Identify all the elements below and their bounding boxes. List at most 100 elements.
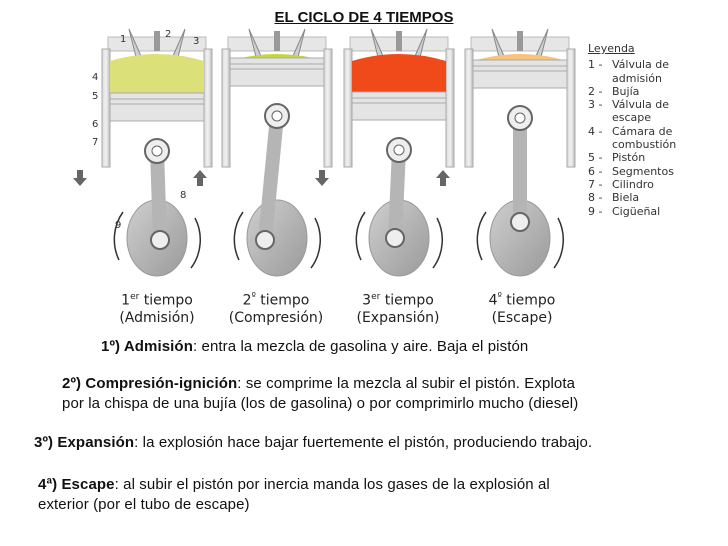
piston (109, 92, 205, 122)
stroke-word: tiempo (384, 292, 434, 309)
stroke-number: 2 (242, 292, 252, 309)
callout-number: 6 (92, 119, 98, 130)
rotation-arrow (310, 217, 321, 269)
rotation-arrow (113, 211, 124, 261)
legend-item-label: Cigüeñal (612, 204, 661, 218)
arrow-down-icon (73, 170, 87, 186)
cylinder-wall (221, 48, 231, 168)
four-stroke-diagram: 1 2 3 4 5 6 7 8 9 (73, 28, 576, 277)
piston (229, 57, 325, 87)
callout-number: 4 (92, 72, 98, 83)
paragraph-compresion-text: : se comprime la mezcla al subir el pist… (237, 375, 576, 392)
legend-item-label: Cilindro (612, 177, 654, 191)
engine-stroke-1 (73, 28, 213, 277)
arrow-up-icon (436, 170, 450, 186)
stroke-name: (Expansión) (356, 309, 440, 326)
legend-item: 9 - Cigüeñal (588, 205, 702, 218)
legend-item: 3 -Válvula de escape (588, 98, 702, 125)
legend-item-label: Cámara de combustión (612, 124, 677, 152)
stroke-number: 4 (488, 292, 498, 309)
spark-plug (517, 31, 523, 51)
stroke-caption: 2º tiempo(Compresión) (216, 289, 336, 327)
wrist-pin-hole (271, 110, 283, 122)
connecting-rod (388, 143, 406, 245)
piston (351, 91, 447, 121)
cylinder-wall (343, 48, 353, 168)
stroke-caption: 3er tiempo(Expansión) (338, 289, 458, 327)
part-callouts: 1 2 3 4 5 6 7 8 9 (92, 29, 199, 231)
stroke-ordinal: er (130, 292, 140, 302)
stroke-ordinal: º (251, 292, 256, 302)
stroke-word: tiempo (506, 292, 556, 309)
legend-item-label: Pistón (612, 151, 646, 165)
legend-item: 8 -Biela (588, 191, 702, 204)
legend-item-number: 7 - (588, 177, 603, 191)
legend-item: 6 - Segmentos (588, 165, 702, 178)
connecting-rod (150, 144, 167, 247)
crank-pin (150, 230, 170, 250)
paragraph-expansion-label: 3º) Expansión (34, 434, 135, 451)
cylinder-wall (464, 48, 474, 168)
cylinder-wall (203, 48, 213, 168)
rotation-arrow (233, 211, 244, 261)
legend-item-label: Válvula de admisión (612, 58, 669, 85)
engine-stroke-4 (436, 28, 576, 277)
legend-item-number: 4 - (588, 124, 603, 138)
stroke-ordinal: er (371, 292, 381, 302)
legend-item: 2 - Bujía (588, 85, 702, 98)
connecting-rod (258, 109, 284, 247)
legend-item-number: 9 - (588, 204, 603, 218)
legend-item-label: Biela (612, 191, 640, 205)
stroke-number: 3 (362, 292, 372, 309)
stroke-name: (Escape) (491, 309, 553, 326)
engine-stroke-3 (315, 28, 455, 277)
legend-item-number: 5 - (588, 151, 603, 165)
legend-item-label: Bujía (612, 84, 640, 98)
stroke-word: tiempo (260, 292, 310, 309)
callout-number: 9 (115, 220, 121, 231)
legend-item: 1 - Válvula de admisión (588, 58, 702, 85)
crank-pin (255, 230, 275, 250)
paragraph-compresion-text-2: por la chispa de una bujía (los de gasol… (62, 395, 579, 412)
cylinder-wall (566, 48, 576, 168)
spark-plug (274, 31, 280, 51)
stroke-number: 1 (121, 292, 131, 309)
wrist-pin-hole (151, 145, 163, 157)
paragraph-compresion: 2º) Compresión-ignición: se comprime la … (62, 374, 578, 414)
callout-number: 2 (165, 29, 171, 40)
legend-item-number: 2 - (588, 84, 603, 98)
page-title: EL CICLO DE 4 TIEMPOS (274, 9, 454, 26)
callout-number: 5 (92, 91, 98, 102)
cylinder-wall (445, 48, 455, 168)
legend-item-number: 1 - (588, 58, 603, 72)
paragraph-compresion-label: 2º) Compresión-ignición (62, 375, 238, 392)
rotation-arrow (432, 217, 443, 269)
callout-number: 3 (193, 36, 199, 47)
stroke-name: (Compresión) (228, 309, 324, 326)
paragraph-admision-text: : entra la mezcla de gasolina y aire. Ba… (192, 338, 529, 355)
paragraph-escape: 4ª) Escape: al subir el pistón por inerc… (38, 475, 550, 515)
stroke-caption: 4º tiempo(Escape) (462, 289, 582, 327)
callout-number: 7 (92, 137, 98, 148)
arrow-down-icon (315, 170, 329, 186)
crank-pin (385, 228, 405, 248)
paragraph-admision: 1º) Admisión: entra la mezcla de gasolin… (101, 337, 528, 357)
legend-item-number: 6 - (588, 164, 603, 178)
cylinder-wall (101, 48, 111, 168)
legend-item-label: Segmentos (612, 164, 674, 178)
paragraph-escape-text: : al subir el pistón por inercia manda l… (114, 476, 550, 493)
rotation-arrow (355, 211, 366, 261)
cylinder-wall (323, 48, 333, 168)
combustion-chamber (352, 54, 446, 92)
spark-plug (154, 31, 160, 51)
callout-number: 8 (180, 190, 186, 201)
legend-title: Leyenda (588, 42, 635, 55)
rotation-arrow (190, 217, 201, 269)
engine-stroke-2 (193, 28, 333, 277)
paragraph-escape-label: 4ª) Escape (38, 476, 115, 493)
arrow-up-icon (193, 170, 207, 186)
callout-number: 1 (120, 34, 126, 45)
stroke-ordinal: º (497, 292, 502, 302)
crank-pin (510, 212, 530, 232)
